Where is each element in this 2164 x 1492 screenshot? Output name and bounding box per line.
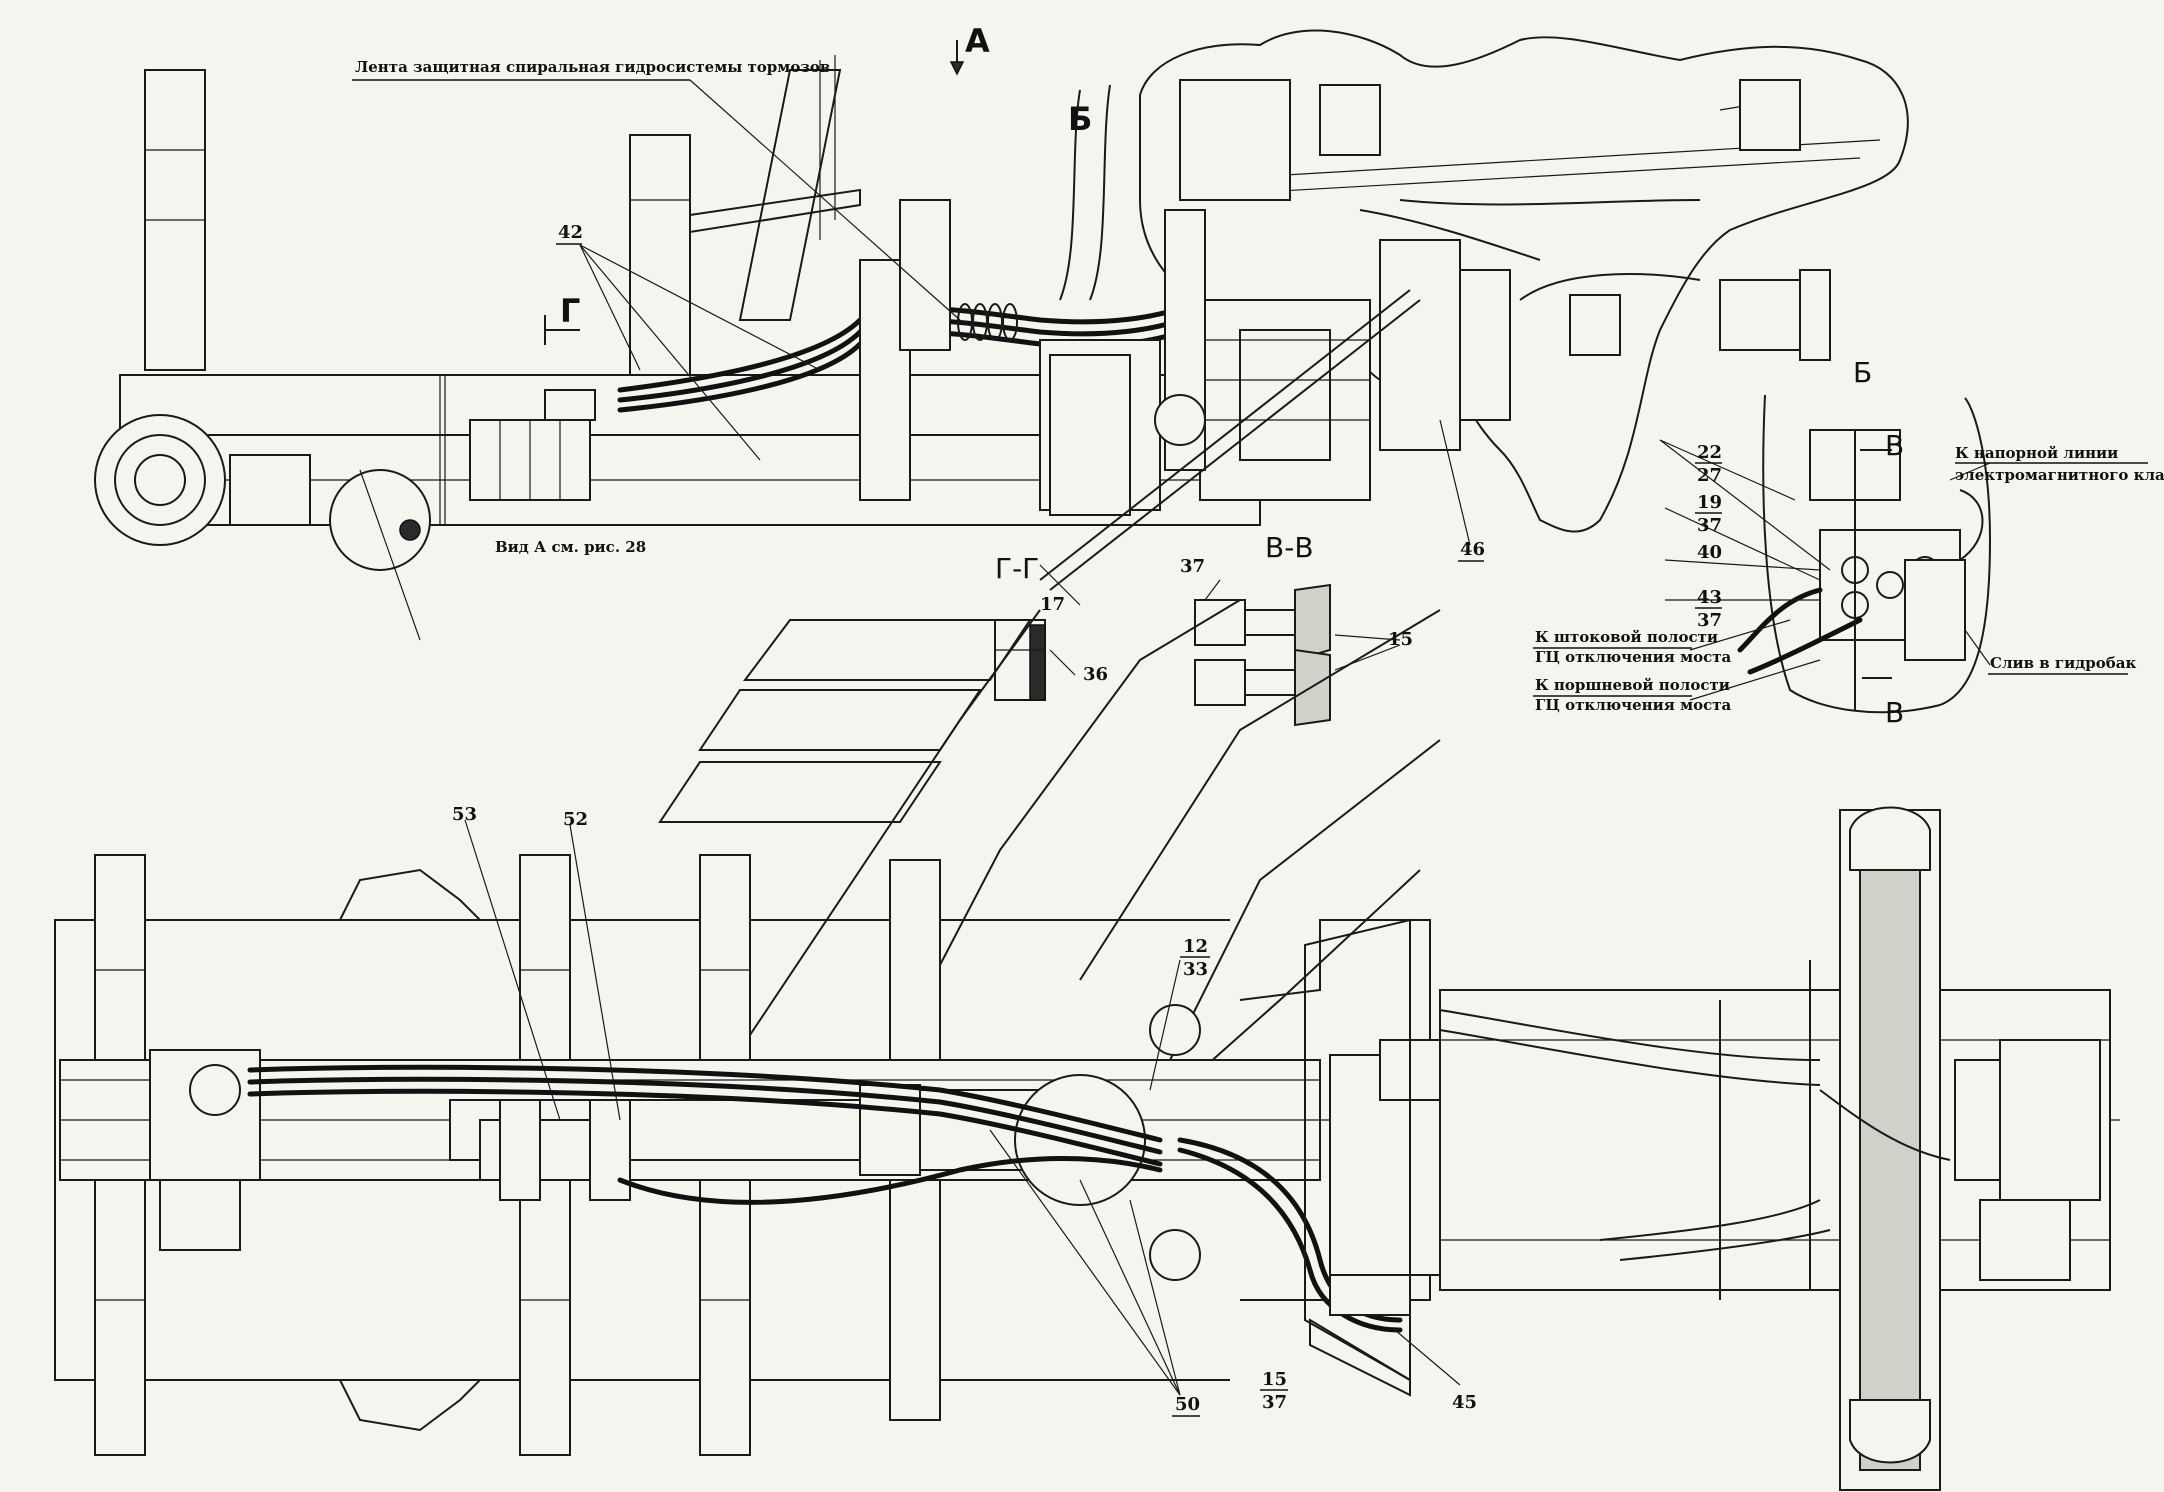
- piston-cavity-label-1: К поршневой полости: [1535, 676, 1730, 694]
- callout-27: 27: [1697, 465, 1722, 486]
- callout-37d: 37: [1262, 1392, 1287, 1413]
- drain-label: Слив в гидробак: [1990, 654, 2136, 672]
- callout-52: 52: [563, 809, 588, 830]
- callout-15: 15: [1388, 629, 1413, 650]
- text-labels: Лента защитная спиральная гидросистемы т…: [352, 22, 2164, 1417]
- piston-cavity-label-2: ГЦ отключения моста: [1535, 696, 1732, 714]
- callout-17: 17: [1040, 594, 1065, 615]
- section-v-top: В: [1885, 429, 1904, 462]
- callout-12: 12: [1183, 936, 1208, 957]
- callout-37: 37: [1180, 556, 1205, 577]
- callout-53: 53: [452, 804, 477, 825]
- callout-37b: 37: [1697, 515, 1722, 536]
- callout-19: 19: [1697, 492, 1722, 513]
- section-vv-title: В-В: [1265, 531, 1314, 564]
- view-a-mark: А: [965, 22, 990, 60]
- section-g-mark: Г: [560, 292, 580, 330]
- section-details: [994, 564, 1401, 727]
- callout-50: 50: [1175, 1394, 1200, 1415]
- callout-37c: 37: [1697, 610, 1722, 631]
- callout-22: 22: [1697, 442, 1722, 463]
- view-a-reference: Вид А см. рис. 28: [495, 538, 646, 556]
- rod-cavity-label-1: К штоковой полости: [1535, 628, 1718, 646]
- top-assembly-view: [94, 29, 1909, 641]
- mark-b: Б: [1068, 100, 1092, 138]
- callout-45: 45: [1452, 1392, 1477, 1413]
- callout-40: 40: [1697, 542, 1722, 563]
- view-b-inset: [1659, 394, 1992, 714]
- callout-33: 33: [1183, 959, 1208, 980]
- callout-15b: 15: [1262, 1369, 1287, 1390]
- bottom-plan-view: [54, 806, 2120, 1491]
- callout-36: 36: [1083, 664, 1108, 685]
- callout-43: 43: [1697, 587, 1722, 608]
- rod-cavity-label-2: ГЦ отключения моста: [1535, 648, 1732, 666]
- section-v-bottom: В: [1885, 696, 1904, 729]
- callout-46: 46: [1460, 539, 1485, 560]
- section-gg-title: Г-Г: [995, 552, 1039, 585]
- tape-note: Лента защитная спиральная гидросистемы т…: [355, 58, 830, 76]
- pressure-line-label-1: К напорной линии: [1955, 444, 2118, 462]
- view-b-title: Б: [1853, 356, 1872, 389]
- pressure-line-label-2: электромагнитного клапана: [1955, 466, 2164, 484]
- callout-42: 42: [558, 222, 583, 243]
